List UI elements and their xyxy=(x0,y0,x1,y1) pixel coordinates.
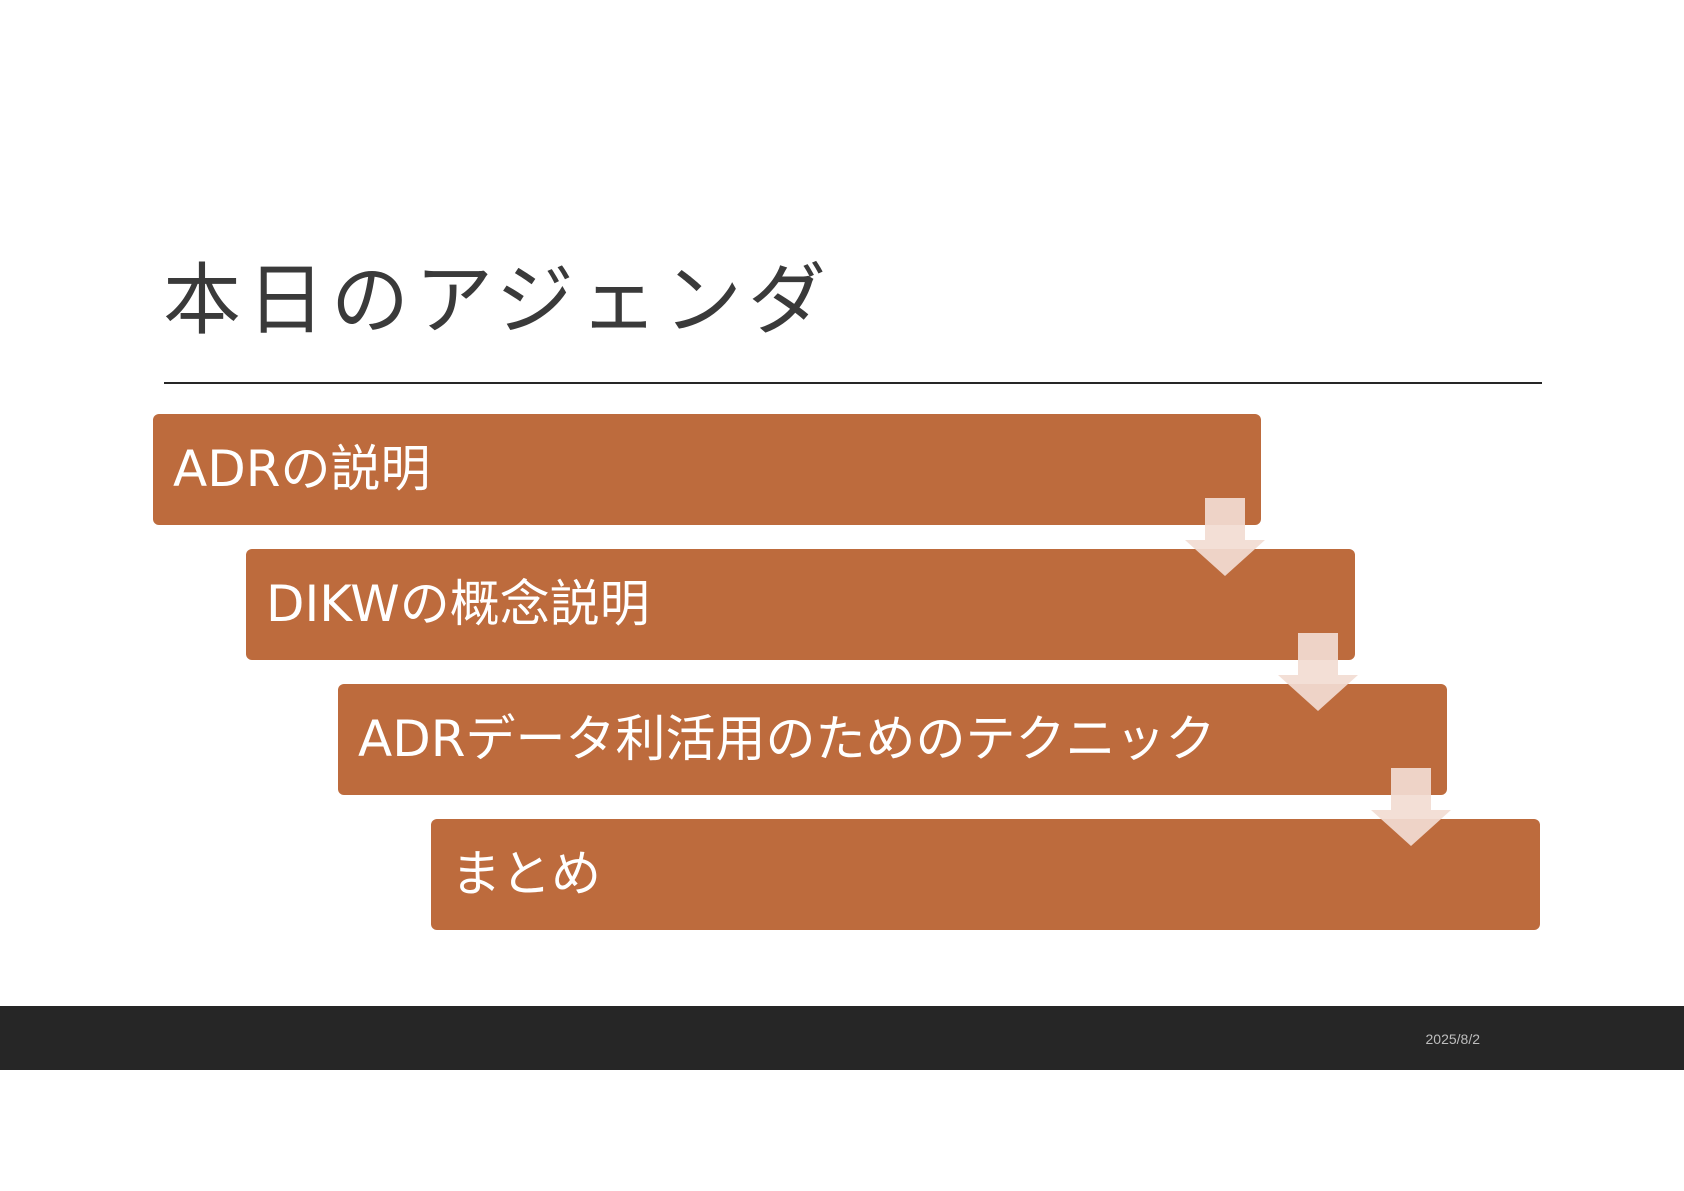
page-title: 本日のアジェンダ xyxy=(163,256,832,346)
footer-bar xyxy=(0,1006,1684,1070)
agenda-item-3: ADRデータ利活用のためのテクニック xyxy=(338,684,1447,795)
down-arrow-icon xyxy=(1278,633,1358,711)
down-arrow-icon xyxy=(1371,768,1451,846)
footer-date: 2025/8/2 xyxy=(1425,1031,1481,1047)
agenda-item-1: ADRの説明 xyxy=(153,414,1261,525)
agenda-item-4: まとめ xyxy=(431,819,1540,930)
down-arrow-icon xyxy=(1185,498,1265,576)
title-divider xyxy=(164,382,1542,384)
agenda-item-2: DIKWの概念説明 xyxy=(246,549,1355,660)
